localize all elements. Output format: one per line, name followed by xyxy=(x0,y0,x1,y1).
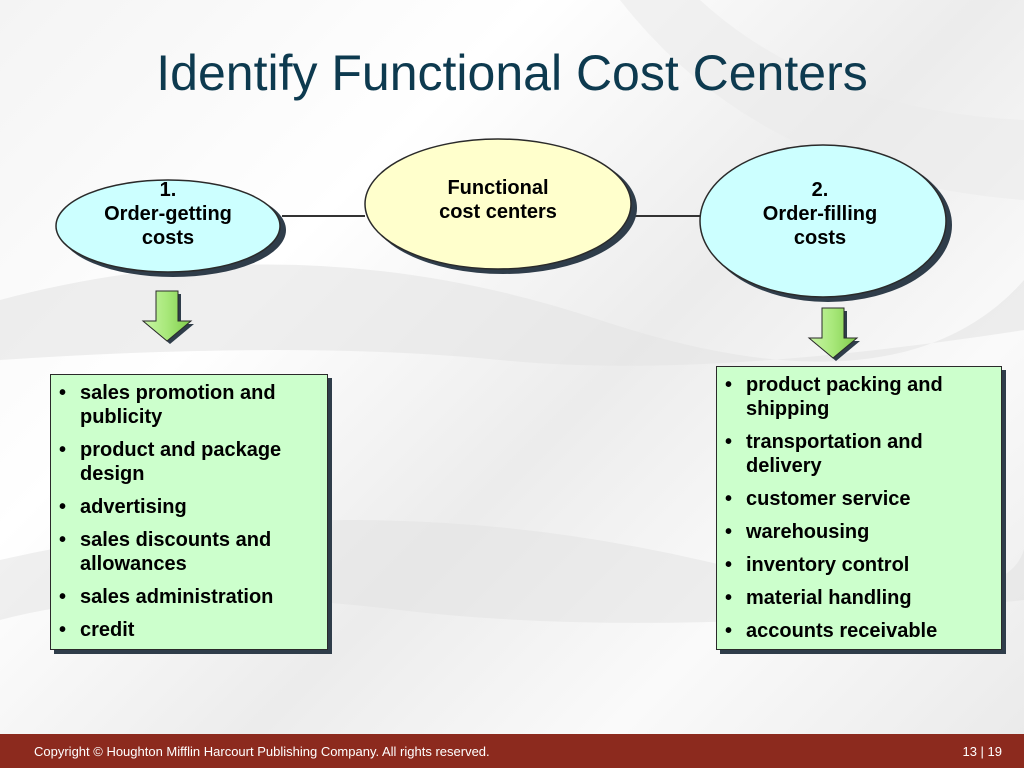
node-line: costs xyxy=(141,227,195,249)
list-item: customer service xyxy=(717,487,1001,511)
list-item: product packing and shipping xyxy=(717,373,1001,421)
list-item: transportation and delivery xyxy=(717,430,1001,478)
list-item: advertising xyxy=(51,495,327,519)
node-line: Order-getting xyxy=(104,203,232,225)
slide-title: Identify Functional Cost Centers xyxy=(156,45,868,101)
order-filling-node xyxy=(699,144,952,302)
node-line: costs xyxy=(793,227,847,249)
order-getting-node xyxy=(55,179,286,277)
node-line: cost centers xyxy=(439,201,557,223)
list-item: sales administration xyxy=(51,585,327,609)
list-item: material handling xyxy=(717,586,1001,610)
node-line: 1. xyxy=(159,179,177,201)
copyright-text: Copyright © Houghton Mifflin Harcourt Pu… xyxy=(34,744,490,759)
functional-cost-centers-node xyxy=(364,138,637,274)
list-item: warehousing xyxy=(717,520,1001,544)
functional-cost-centers-label: Functional cost centers xyxy=(398,176,598,224)
list-item: product and package design xyxy=(51,438,327,486)
footer-bar: Copyright © Houghton Mifflin Harcourt Pu… xyxy=(0,734,1024,768)
node-line: 2. xyxy=(811,179,829,201)
list-item: accounts receivable xyxy=(717,619,1001,643)
order-filling-label: 2. Order-filling costs xyxy=(720,178,920,250)
list-item: inventory control xyxy=(717,553,1001,577)
order-getting-label: 1. Order-getting costs xyxy=(68,178,268,250)
order-getting-list: sales promotion and publicity product an… xyxy=(50,374,328,650)
order-filling-list: product packing and shipping transportat… xyxy=(716,366,1002,650)
list-item: sales promotion and publicity xyxy=(51,381,327,429)
down-arrow-icon xyxy=(141,290,194,344)
down-arrow-icon xyxy=(807,307,860,361)
node-line: Order-filling xyxy=(762,203,878,225)
list-item: credit xyxy=(51,618,327,642)
node-line: Functional xyxy=(447,177,549,199)
page-number: 13 | 19 xyxy=(962,744,1002,759)
list-item: sales discounts and allowances xyxy=(51,528,327,576)
